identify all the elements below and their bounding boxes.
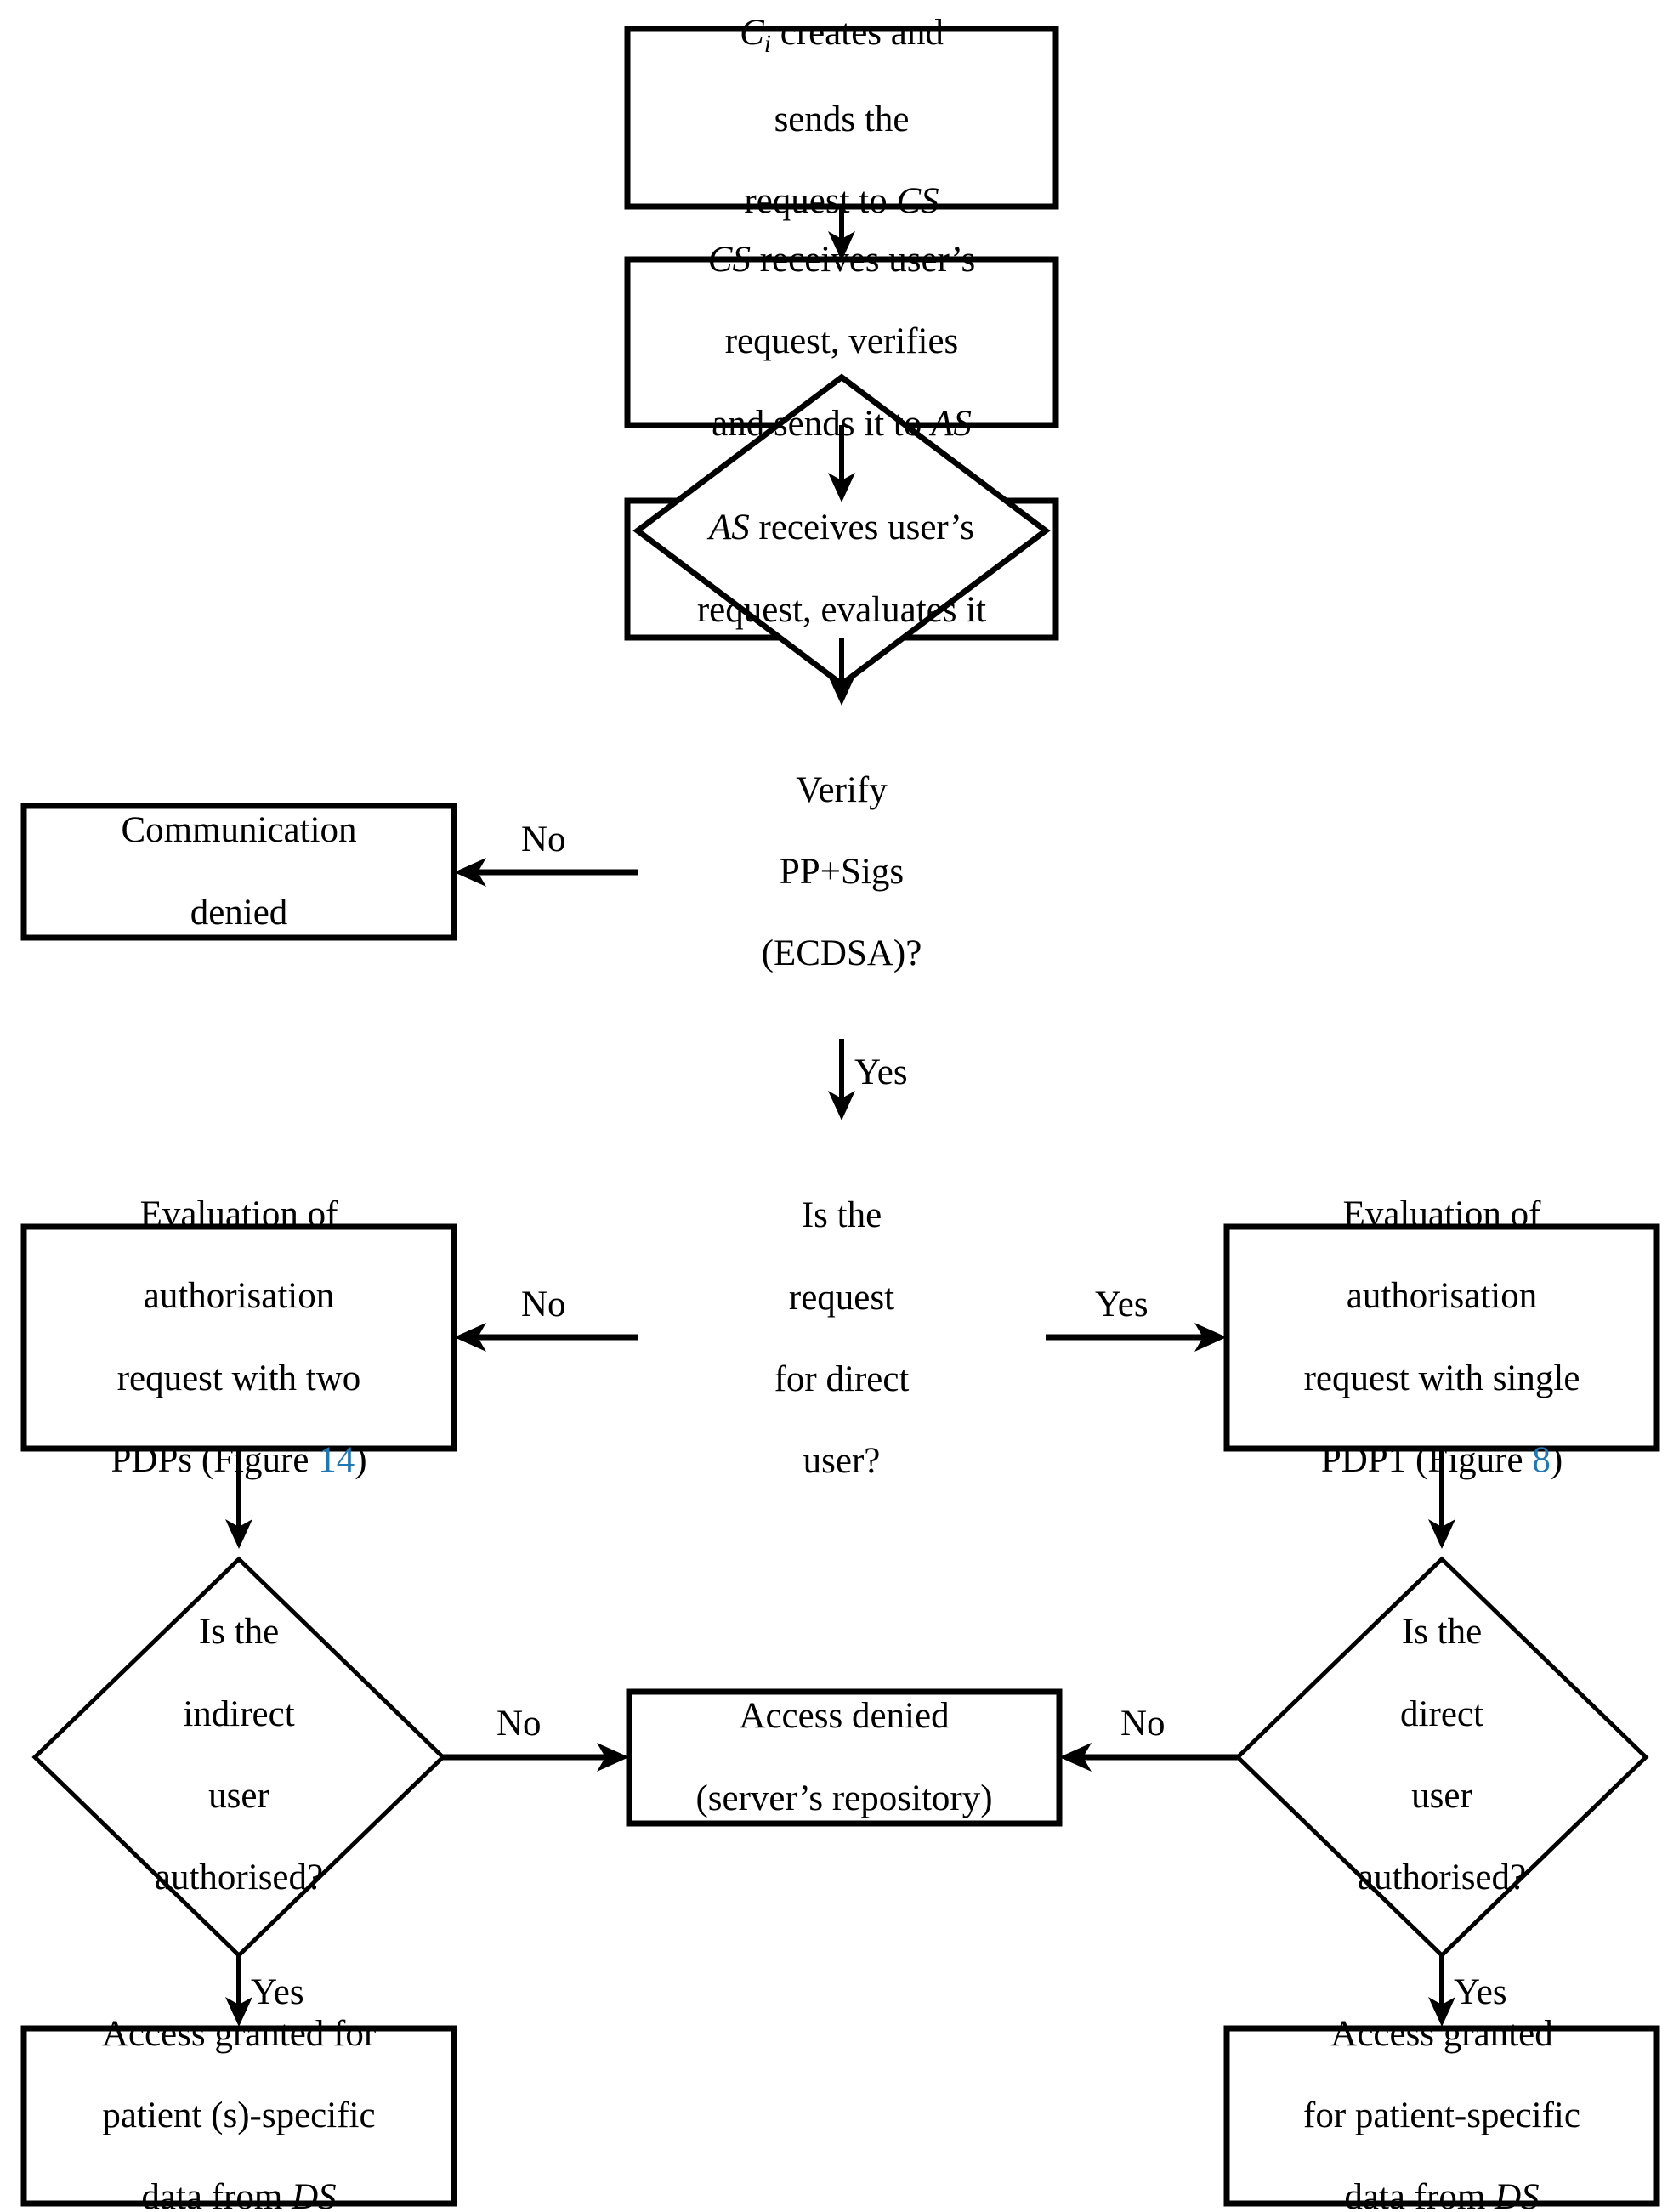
edge-label-direct-auth-no: No [1120,1704,1166,1744]
edge-verify-yes-to-is-request [828,1039,855,1120]
edge-eval-single-to-direct [1428,1449,1455,1549]
edge-verify-no-to-communication-denied [454,858,638,887]
node-access-granted-direct-shape[interactable] [1223,2025,1660,2207]
edge-eval-two-to-indirect [225,1449,252,1549]
edge-is-request-yes-to-eval-single [1046,1323,1227,1352]
node-is-direct-user-authorised-shape[interactable] [1234,1556,1649,1959]
edge-direct-no-to-access-denied [1059,1743,1238,1772]
node-is-indirect-user-authorised-shape[interactable] [31,1556,446,1959]
edge-indirect-yes-to-granted [225,1955,252,2027]
edge-direct-yes-to-granted [1428,1955,1455,2027]
node-access-denied-shape[interactable] [626,1688,1063,1827]
edge-label-indirect-auth-yes: Yes [251,1972,304,2012]
node-communication-denied-shape[interactable] [20,803,457,941]
edge-label-direct-auth-yes: Yes [1454,1972,1507,2012]
node-client-request-shape[interactable] [624,26,1059,210]
edge-indirect-no-to-access-denied [443,1743,629,1772]
edge-as-to-verify [828,638,855,706]
edge-label-indirect-auth-no: No [496,1704,542,1744]
edge-label-verify-yes: Yes [854,1052,908,1092]
edge-label-direct-no: No [521,1285,566,1324]
edge-label-direct-yes: Yes [1095,1285,1149,1324]
edge-cs-to-as [828,425,855,502]
edge-label-verify-no: No [521,820,566,859]
node-eval-single-pdp1-shape[interactable] [1223,1223,1660,1452]
edge-is-request-no-to-eval-two [454,1323,638,1352]
node-access-granted-indirect-shape[interactable] [20,2025,457,2207]
node-eval-two-pdps-shape[interactable] [20,1223,457,1452]
edge-client-request-to-cs [828,207,855,261]
